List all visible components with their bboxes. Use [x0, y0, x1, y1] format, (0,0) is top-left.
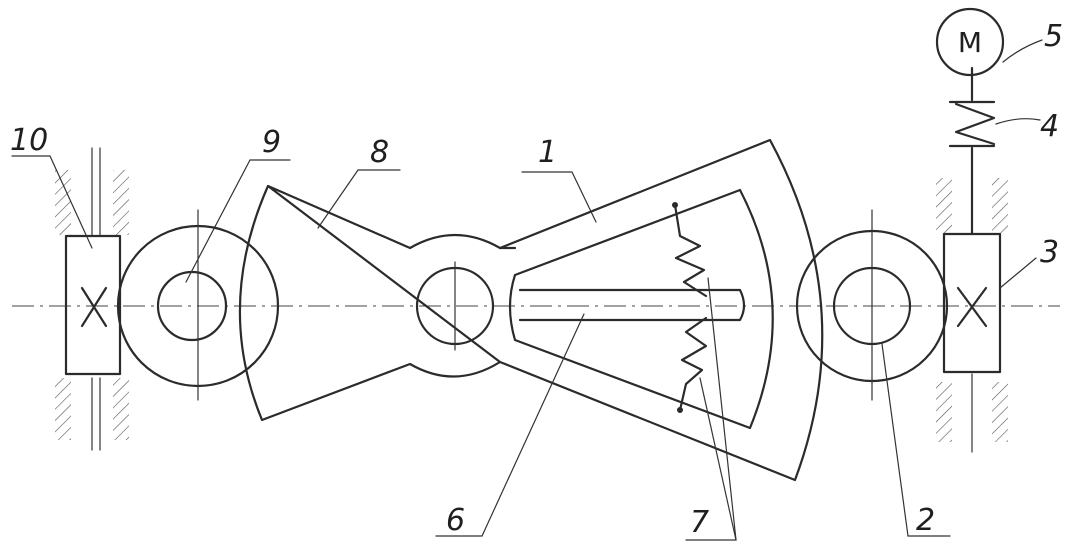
- rod: [518, 288, 746, 322]
- label-5: 5: [1044, 19, 1063, 54]
- left-guide-supports: [55, 147, 129, 451]
- right-guide-supports: [936, 178, 1008, 453]
- left-slider: [64, 234, 122, 376]
- sector-frame-outer: [498, 138, 824, 482]
- drive-shaft: [948, 66, 996, 236]
- label-3: 3: [1040, 235, 1059, 270]
- left-roller: [116, 209, 280, 401]
- label-9: 9: [262, 125, 281, 160]
- springs: [672, 202, 708, 413]
- label-6: 6: [446, 503, 465, 538]
- motor-symbol: M: [958, 26, 982, 59]
- label-10: 10: [10, 123, 48, 158]
- label-8: 8: [370, 135, 389, 170]
- label-1: 1: [538, 135, 557, 170]
- label-4: 4: [1040, 109, 1059, 144]
- leader-lines: [11, 39, 1043, 541]
- right-roller: [795, 209, 949, 401]
- sector-frame-inner: [508, 188, 774, 430]
- central-hub: [415, 261, 495, 351]
- label-2: 2: [916, 503, 935, 538]
- motor: M: [935, 7, 1005, 77]
- bowtie-lever: [238, 184, 517, 422]
- label-7: 7: [690, 505, 709, 540]
- right-slider: [942, 232, 1002, 374]
